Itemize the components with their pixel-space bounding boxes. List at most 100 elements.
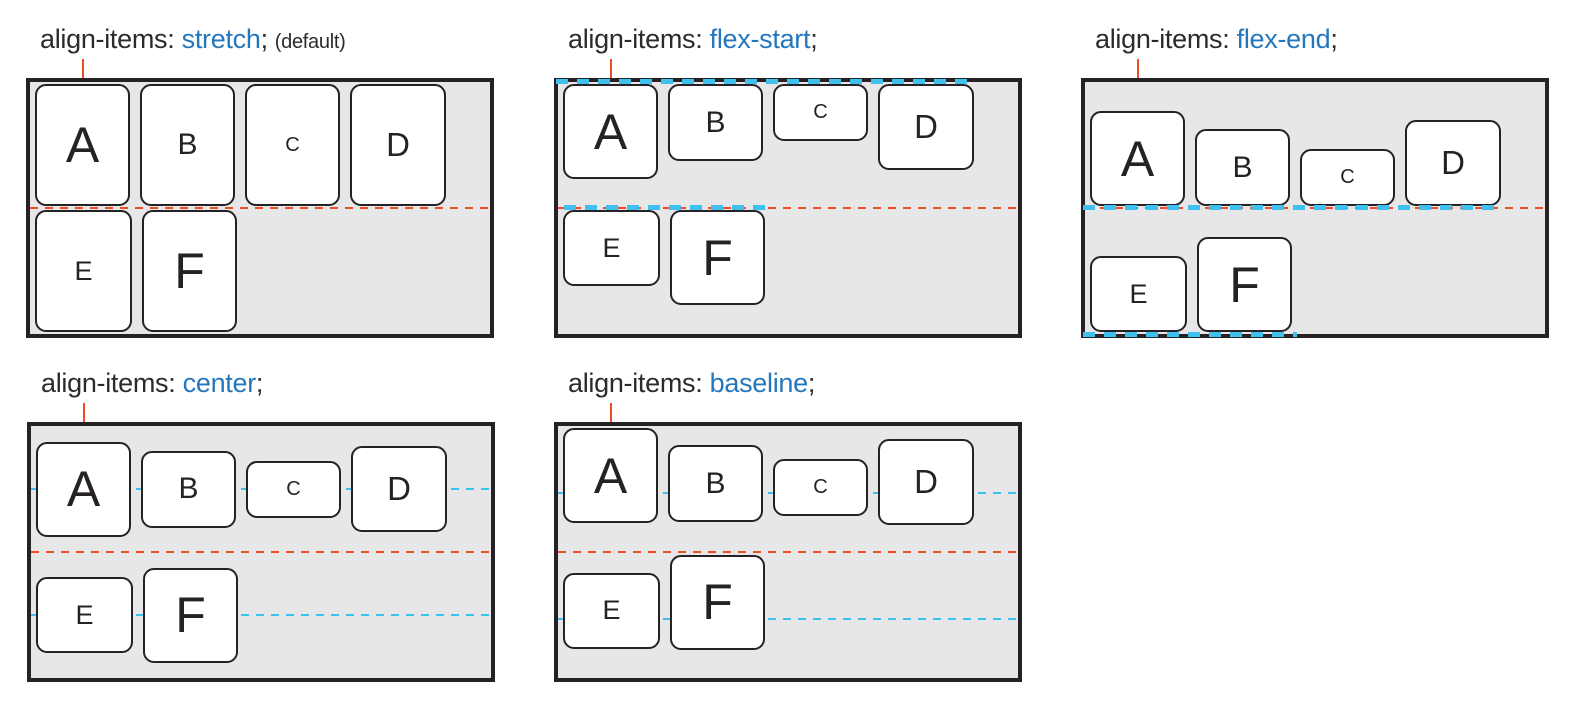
- flex-item-f: F: [142, 210, 237, 332]
- item-letter: B: [705, 105, 726, 139]
- panel-title: align-items: stretch;(default): [40, 24, 346, 55]
- item-letter: B: [705, 466, 726, 500]
- flex-item-a: A: [36, 441, 131, 537]
- item-letter: D: [914, 462, 938, 500]
- flex-item-f: F: [670, 210, 765, 305]
- pointer-tick: [1137, 59, 1139, 78]
- pointer-tick: [610, 403, 612, 422]
- flex-item-c: C: [1300, 149, 1395, 206]
- flex-item-b: B: [668, 445, 763, 522]
- item-letter: B: [178, 472, 199, 505]
- flex-item-d: D: [878, 438, 974, 525]
- flex-item-f: F: [143, 567, 238, 663]
- title-property: align-items:: [568, 368, 710, 398]
- item-letter: F: [1229, 256, 1260, 313]
- title-value: stretch: [181, 24, 261, 54]
- title-value: center: [182, 368, 257, 398]
- title-value: baseline: [709, 368, 808, 398]
- flex-item-c: C: [245, 84, 340, 206]
- item-letter: A: [1120, 130, 1155, 187]
- panel-title: align-items: baseline;: [568, 368, 815, 399]
- row-boundary-guide: [30, 207, 490, 209]
- flex-item-b: B: [141, 450, 236, 528]
- item-letter: F: [702, 229, 733, 286]
- flex-container-stretch: A B C D E F: [26, 78, 494, 338]
- title-value: flex-end: [1236, 24, 1331, 54]
- flex-item-e: E: [563, 572, 660, 649]
- item-letter: D: [1441, 144, 1465, 181]
- item-letter: F: [702, 574, 733, 631]
- flex-container-flex-end: A B C D E F: [1081, 78, 1549, 338]
- flex-item-e: E: [563, 210, 660, 286]
- item-letter: F: [174, 243, 205, 299]
- flex-item-a: A: [1090, 111, 1185, 206]
- item-letter: D: [387, 470, 411, 507]
- flex-item-a: A: [35, 84, 130, 206]
- item-letter: F: [175, 587, 206, 643]
- flex-item-d: D: [351, 446, 447, 532]
- title-value: flex-start: [709, 24, 811, 54]
- row-boundary-guide: [558, 551, 1018, 553]
- pointer-tick: [610, 59, 612, 78]
- panel-align-stretch: align-items: stretch;(default) A B C D E…: [26, 20, 494, 338]
- flex-item-d: D: [350, 84, 446, 206]
- title-property: align-items:: [1095, 24, 1237, 54]
- flex-container-flex-start: A B C D E F: [554, 78, 1022, 338]
- item-letter: E: [74, 255, 93, 286]
- item-letter: C: [813, 475, 828, 498]
- panel-align-flex-end: align-items: flex-end; A B C D E F: [1081, 20, 1549, 338]
- title-property: align-items:: [40, 24, 182, 54]
- panel-align-baseline: align-items: baseline; A B C D E F: [554, 364, 1022, 682]
- item-letter: B: [1232, 150, 1253, 184]
- item-letter: A: [65, 117, 100, 173]
- flex-item-b: B: [668, 84, 763, 161]
- item-letter: D: [914, 108, 938, 145]
- panel-title: align-items: flex-end;: [1095, 24, 1338, 55]
- item-letter: C: [1340, 166, 1355, 188]
- pointer-tick: [82, 59, 84, 78]
- flex-item-a: A: [563, 84, 658, 179]
- item-letter: B: [177, 128, 198, 161]
- flex-item-d: D: [878, 84, 974, 170]
- flex-item-c: C: [773, 458, 868, 516]
- title-terminator: ;: [1330, 24, 1338, 54]
- item-letter: A: [593, 447, 628, 504]
- item-letter: E: [75, 599, 94, 630]
- title-note: (default): [274, 31, 346, 53]
- cross-axis-end-guide-row2: [1083, 332, 1297, 337]
- title-terminator: ;: [810, 24, 818, 54]
- title-terminator: ;: [807, 368, 816, 398]
- row-boundary-guide: [558, 207, 1018, 209]
- flex-container-baseline: A B C D E F: [554, 422, 1022, 682]
- item-letter: A: [66, 461, 101, 517]
- item-letter: C: [285, 133, 300, 156]
- flex-item-c: C: [246, 460, 341, 518]
- item-letter: C: [286, 477, 301, 500]
- panel-align-center: align-items: center; A B C D E F: [27, 364, 495, 682]
- flex-item-e: E: [1090, 256, 1187, 332]
- panel-align-flex-start: align-items: flex-start; A B C D E F: [554, 20, 1022, 338]
- flex-item-d: D: [1405, 120, 1501, 206]
- pointer-tick: [83, 403, 85, 422]
- flex-item-b: B: [1195, 129, 1290, 206]
- title-property: align-items:: [568, 24, 710, 54]
- item-letter: E: [602, 232, 621, 263]
- title-property: align-items:: [41, 368, 183, 398]
- panel-title: align-items: flex-start;: [568, 24, 818, 55]
- flex-item-e: E: [35, 210, 132, 332]
- flex-container-center: A B C D E F: [27, 422, 495, 682]
- flex-item-c: C: [773, 84, 868, 141]
- item-letter: E: [602, 595, 621, 626]
- item-letter: A: [593, 103, 628, 160]
- panel-title: align-items: center;: [41, 368, 263, 399]
- item-letter: C: [813, 101, 828, 123]
- item-letter: E: [1129, 278, 1148, 309]
- flex-item-b: B: [140, 84, 235, 206]
- flex-item-a: A: [563, 428, 658, 523]
- row-boundary-guide: [31, 551, 491, 553]
- item-letter: D: [386, 126, 410, 163]
- flex-item-f: F: [670, 554, 765, 650]
- row-boundary-guide: [1085, 207, 1545, 209]
- title-terminator: ;: [260, 24, 269, 54]
